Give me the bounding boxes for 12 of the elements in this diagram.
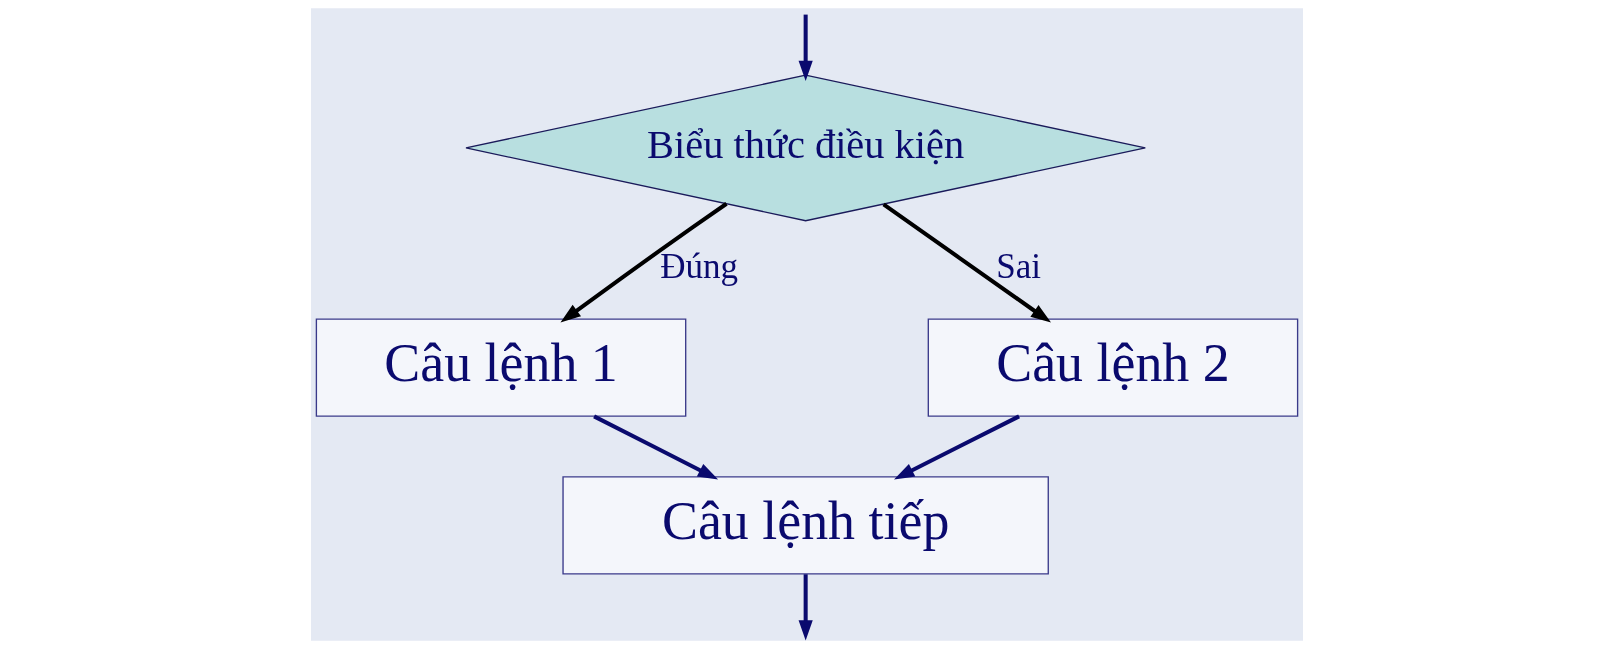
node-box: Câu lệnh tiếp [562, 476, 1049, 575]
arrow [882, 202, 1052, 323]
edge-label: Đúng [660, 247, 739, 287]
arrow [593, 414, 719, 480]
node-box: Câu lệnh 1 [315, 318, 687, 417]
arrow [894, 414, 1020, 480]
edge-label: Sai [996, 247, 1041, 287]
arrow [798, 14, 813, 81]
arrow [798, 574, 813, 641]
node-diamond: Biểu thức điều kiện [465, 74, 1146, 222]
arrow [560, 202, 728, 323]
node-box: Câu lệnh 2 [927, 318, 1299, 417]
